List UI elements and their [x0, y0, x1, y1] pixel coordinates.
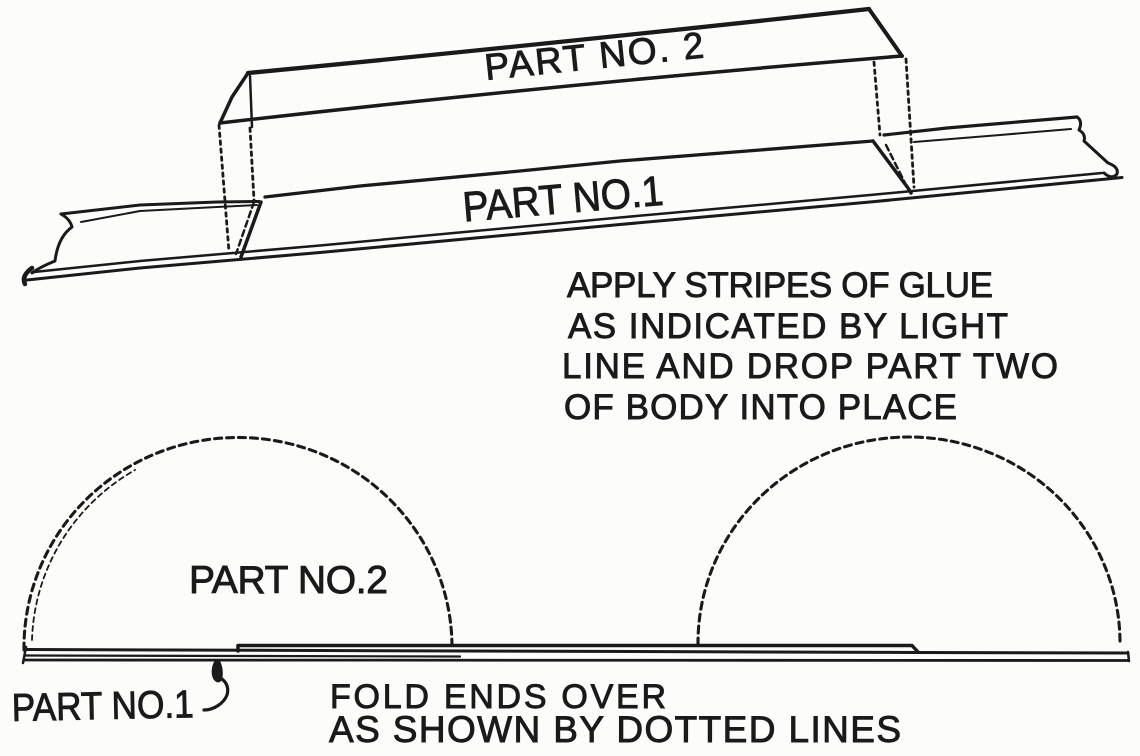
svg-text:AS SHOWN BY DOTTED LINES: AS SHOWN BY DOTTED LINES: [329, 709, 901, 750]
svg-text:PART NO.1: PART NO.1: [11, 683, 194, 730]
svg-text:AS INDICATED BY LIGHT: AS INDICATED BY LIGHT: [568, 307, 1008, 346]
svg-text:PART NO.2: PART NO.2: [189, 559, 388, 602]
svg-text:APPLY STRIPES OF GLUE: APPLY STRIPES OF GLUE: [567, 266, 993, 305]
svg-text:FOLD ENDS OVER: FOLD ENDS OVER: [330, 678, 666, 716]
svg-text:OF BODY INTO PLACE: OF BODY INTO PLACE: [564, 388, 957, 427]
svg-text:LINE AND DROP PART TWO: LINE AND DROP PART TWO: [562, 347, 1058, 386]
